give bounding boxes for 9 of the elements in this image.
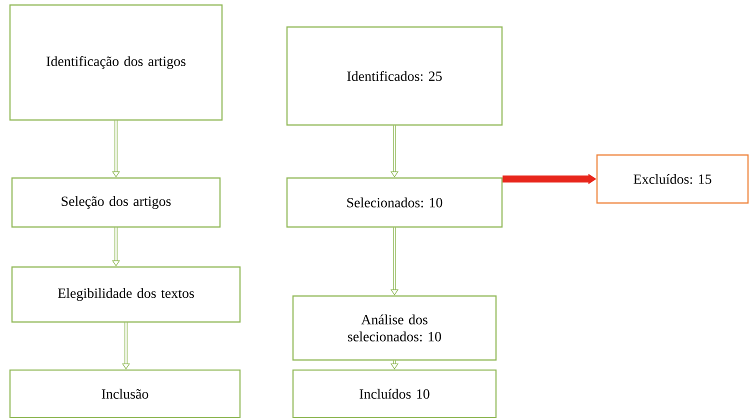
process-box: Análise dos selecionados: 10	[292, 295, 497, 361]
process-box: Selecionados: 10	[286, 177, 503, 228]
process-box: Incluídos 10	[292, 369, 497, 418]
process-box: Identificação dos artigos	[9, 4, 223, 121]
process-box: Inclusão	[9, 369, 241, 418]
process-box: Elegibilidade dos textos	[11, 266, 241, 323]
process-box: Identificados: 25	[286, 26, 503, 126]
process-box: Excluídos: 15	[596, 154, 749, 204]
process-box: Seleção dos artigos	[11, 177, 221, 228]
